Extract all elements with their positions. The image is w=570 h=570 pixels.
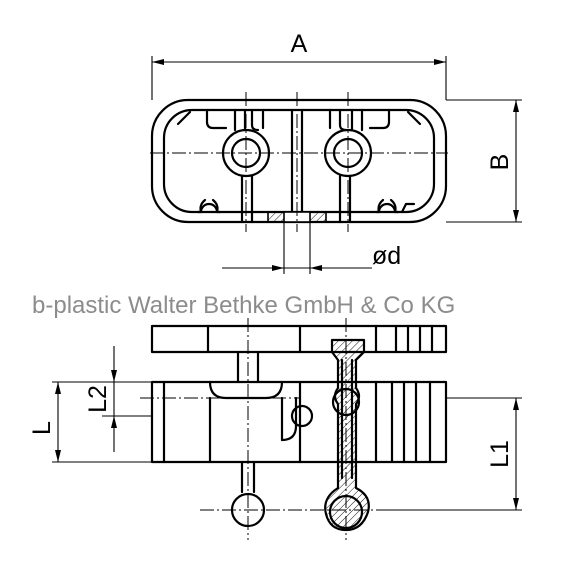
dimension-l2: L2 — [84, 346, 152, 452]
dimension-a: A — [151, 30, 447, 100]
dimension-l2-label: L2 — [84, 385, 112, 413]
dimension-a-label: A — [291, 30, 308, 58]
profile-webs — [205, 108, 391, 224]
top-centerlines — [150, 92, 448, 232]
dimension-b: B — [446, 99, 522, 223]
watermark-text: b-plastic Walter Bethke GmbH & Co KG — [32, 292, 455, 319]
upper-body — [150, 324, 448, 354]
pin-right — [324, 338, 370, 532]
dimension-l1-label: L1 — [486, 440, 514, 468]
dimension-d-label: ød — [372, 242, 401, 270]
dimension-d: ød — [222, 222, 401, 274]
profile-outer — [150, 98, 448, 224]
side-centerlines — [140, 318, 376, 540]
top-view: A B ød — [150, 30, 522, 274]
pin-head-hidden — [290, 404, 314, 428]
lower-body — [150, 380, 448, 464]
side-view: L L2 L1 — [28, 318, 522, 540]
dimension-b-label: B — [486, 154, 514, 171]
dimension-l1: L1 — [376, 397, 522, 511]
dimension-l-label: L — [28, 421, 56, 435]
bottom-notches — [196, 198, 416, 214]
